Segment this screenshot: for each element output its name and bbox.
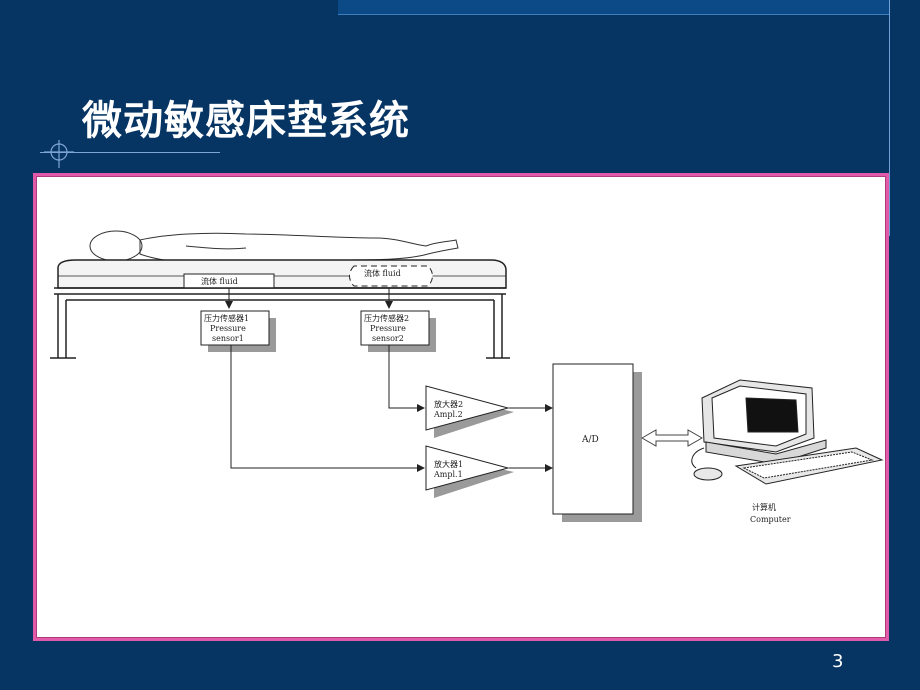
mattress xyxy=(57,259,507,289)
diagram-frame: 流体 fluid 流体 fluid 压力传感器1 P xyxy=(33,173,889,641)
amp2-cn-label: 放大器2 xyxy=(434,399,463,409)
right-decor-line xyxy=(889,0,890,236)
amp1-en-label: Ampl.1 xyxy=(433,470,463,479)
fluid-pocket-right: 流体 fluid xyxy=(349,265,433,287)
sensor2-cn-label: 压力传感器2 xyxy=(364,313,409,323)
mattress-system-diagram: 流体 fluid 流体 fluid 压力传感器1 P xyxy=(50,230,884,524)
fluid-right-label: 流体 fluid xyxy=(364,268,401,278)
page-number: 3 xyxy=(832,651,844,672)
ad-converter: A/D xyxy=(552,363,642,522)
crosshair-icon xyxy=(44,140,74,168)
fluid-left-label: 流体 fluid xyxy=(201,276,238,286)
computer-cn-label: 计算机 xyxy=(752,502,776,512)
slide-title: 微动敏感床垫系统 xyxy=(82,98,410,144)
amp2-en-label: Ampl.2 xyxy=(433,410,463,419)
sensor2-en2-label: sensor2 xyxy=(372,334,404,343)
bed-frame xyxy=(50,287,510,359)
fluid-pocket-left: 流体 fluid xyxy=(183,273,275,289)
ad-label: A/D xyxy=(581,435,599,445)
data-link-arrow xyxy=(640,429,704,447)
pressure-sensor-1: 压力传感器1 Pressure sensor1 xyxy=(200,310,276,352)
pressure-sensor-2: 压力传感器2 Pressure sensor2 xyxy=(360,310,436,352)
sensor1-en2-label: sensor1 xyxy=(212,334,244,343)
amplifier-1: 放大器1 Ampl.1 xyxy=(425,445,514,498)
top-decor-bar xyxy=(338,0,890,15)
title-underline xyxy=(40,152,220,153)
sensor1-en1-label: Pressure xyxy=(210,324,246,333)
sensor1-cn-label: 压力传感器1 xyxy=(204,313,249,323)
computer-en-label: Computer xyxy=(750,515,791,524)
sensor2-en1-label: Pressure xyxy=(370,324,406,333)
amp1-cn-label: 放大器1 xyxy=(434,459,463,469)
computer-icon xyxy=(691,379,884,485)
amplifier-2: 放大器2 Ampl.2 xyxy=(425,385,514,438)
